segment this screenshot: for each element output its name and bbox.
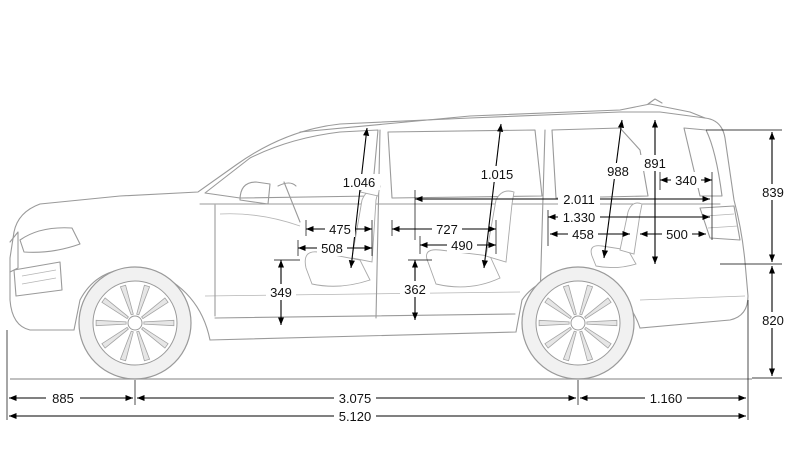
wheel-spoke [584,297,612,320]
cargo-behind-3rd-value: 340 [675,173,697,188]
height-upper-label: 839 [756,184,790,200]
headroom-row2-value: 1.015 [481,167,514,182]
steering-wheel [277,181,301,223]
front-overhang-label: 885 [46,390,80,406]
seat-depth-row1-lower-value: 508 [321,241,343,256]
wheel-spoke [101,297,129,320]
headroom-cargo-value: 891 [644,156,666,171]
seat-height-row2-value: 362 [404,282,426,297]
cargo-length-2nd-row-label: 2.011 [558,191,600,207]
tail-light [699,205,741,241]
headroom-row1-value: 1.046 [343,175,376,190]
seat-height-row2-label: 362 [400,281,430,297]
cargo-length-3rd-row-label: 1.330 [558,209,600,225]
headlight [19,227,81,253]
cargo-behind-3rd-label: 340 [671,172,701,188]
seat-depth-row1-upper-label: 475 [325,221,355,237]
seat-height-row1-value: 349 [270,285,292,300]
wheel-spoke [544,326,572,349]
wheel-spoke [141,297,169,320]
rear-overhang-label: 1.160 [645,390,687,406]
headroom-row3-value: 988 [607,164,629,179]
wheel-spoke [579,330,594,362]
dimension-labels: 885 3.075 1.160 5.120 839 820 1.046 1.0 [46,155,790,424]
wheel-spoke [95,319,127,327]
overall-length-label: 5.120 [334,408,376,424]
height-lower-label: 820 [756,312,790,328]
headroom-row1-label: 1.046 [338,174,380,190]
wheel-spoke [143,319,175,327]
wheel-spoke [562,330,577,362]
wheel-spoke [579,284,594,316]
front-wheel [78,266,192,380]
side-mirror [239,181,271,205]
wheel-spoke [584,326,612,349]
wheel-spoke [136,330,151,362]
wheelbase-label: 3.075 [334,390,376,406]
wheel-spoke [119,330,134,362]
height-upper-value: 839 [762,185,784,200]
seat-height-row1-label: 349 [266,284,296,300]
headroom-row2-label: 1.015 [476,166,518,182]
seat-depth-row2-lower-label: 490 [447,237,477,253]
wheel-spoke [119,284,134,316]
wheel-spoke [544,297,572,320]
legroom-3rd-row-value: 458 [572,227,594,242]
front-window [204,129,379,199]
seat-row-2 [426,249,501,288]
seat-depth-row2-upper-label: 727 [432,221,462,237]
cargo-length-2nd-row-value: 2.011 [563,192,595,207]
wheel-spoke [586,319,618,327]
seat-depth-row2-lower-value: 490 [451,238,473,253]
rear-wheel [521,266,635,380]
seat-depth-row1-upper-value: 475 [329,222,351,237]
legroom-3rd-row-label: 458 [568,226,598,242]
seat-depth-row2-upper-value: 727 [436,222,458,237]
wheel-spoke [136,284,151,316]
cargo-length-3rd-row-value: 1.330 [563,210,596,225]
tailgate-window [683,127,723,197]
vehicle-side-view [9,98,752,380]
wheel-spoke [101,326,129,349]
height-lower-value: 820 [762,313,784,328]
seat-depth-row1-lower-label: 508 [317,240,347,256]
headroom-cargo-label: 891 [640,155,670,171]
front-overhang-value: 885 [52,391,74,406]
wheel-spoke [562,284,577,316]
wheelbase-value: 3.075 [339,391,372,406]
wheel-spoke [141,326,169,349]
headroom-row3-label: 988 [603,163,633,179]
wheel-spoke [538,319,570,327]
cargo-depth-rear-value: 500 [666,227,688,242]
cargo-depth-rear-label: 500 [662,226,692,242]
overall-length-value: 5.120 [339,409,372,424]
rear-overhang-value: 1.160 [650,391,683,406]
